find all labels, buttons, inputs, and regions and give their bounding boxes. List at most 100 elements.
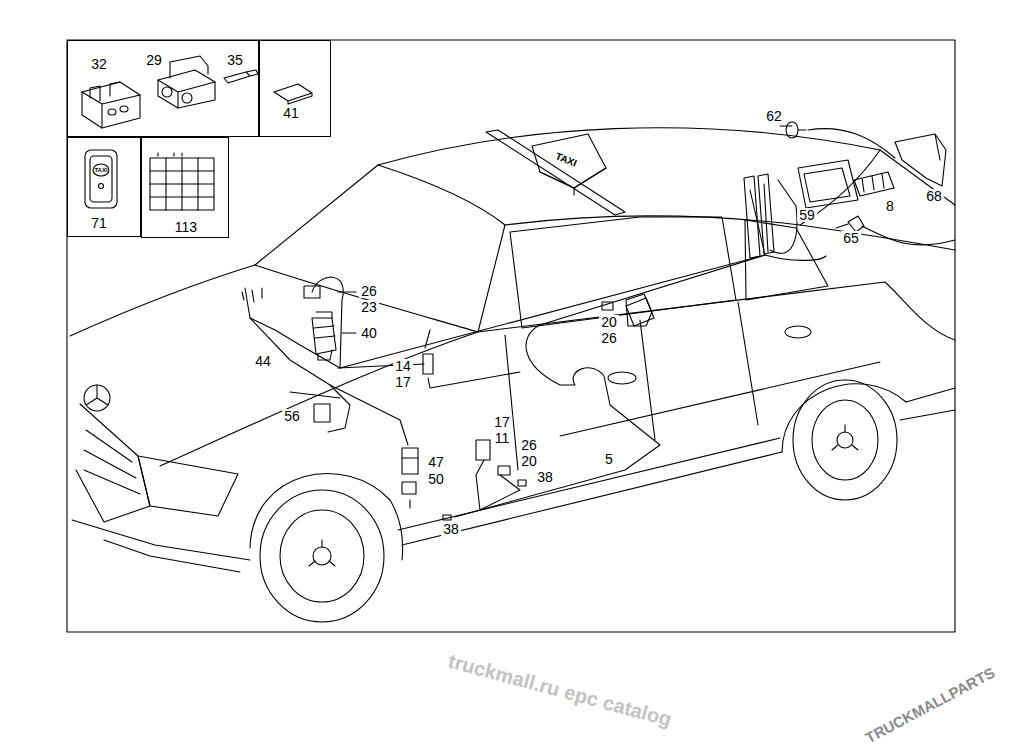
illustration — [626, 294, 652, 326]
callout-number: 65 — [841, 231, 861, 245]
callout-number: 20 — [519, 454, 539, 468]
card-icon — [274, 84, 312, 104]
illustration — [72, 520, 250, 560]
illustration — [328, 385, 350, 432]
callout-number: 35 — [225, 53, 245, 67]
illustration — [782, 384, 906, 452]
callout-number: 5 — [603, 452, 615, 466]
illustration — [480, 475, 520, 510]
illustration — [160, 332, 478, 466]
illustration — [785, 326, 811, 338]
illustration — [378, 128, 880, 165]
illustration — [837, 432, 853, 448]
callout-number: 29 — [144, 53, 164, 67]
callout-number: 8 — [884, 199, 896, 213]
illustration — [84, 385, 110, 411]
illustration — [224, 70, 258, 83]
illustration — [86, 385, 108, 405]
illustration — [510, 217, 736, 328]
inset-panel: 32 29 35 — [67, 40, 259, 137]
illustration — [900, 388, 955, 420]
illustration — [532, 134, 606, 188]
illustration — [780, 122, 806, 138]
illustration — [378, 150, 880, 225]
illustration — [745, 220, 828, 300]
illustration — [242, 288, 262, 302]
illustration — [104, 540, 240, 572]
illustration — [280, 510, 364, 602]
illustration — [862, 226, 955, 245]
illustration — [812, 400, 878, 480]
taxi-roof-sign — [486, 130, 625, 215]
callout-number: 38 — [535, 470, 555, 484]
illustration — [425, 330, 430, 348]
illustration — [150, 158, 214, 210]
sign-text: TAXI — [92, 167, 109, 173]
callout-number: 14 — [393, 359, 413, 373]
illustration — [250, 318, 408, 445]
pin-icon — [224, 70, 258, 83]
illustration — [90, 156, 112, 202]
callout-number: 26 — [599, 331, 619, 345]
illustration — [423, 354, 433, 374]
illustration — [158, 80, 215, 108]
illustration — [498, 466, 510, 475]
illustration — [170, 56, 208, 78]
illustration — [455, 255, 765, 517]
illustration — [608, 372, 636, 384]
fuse-grid-icon — [150, 153, 214, 210]
illustration — [443, 515, 451, 520]
inset-panel: 71 — [67, 137, 141, 237]
illustration — [836, 216, 864, 232]
illustration — [798, 160, 858, 208]
callout-number: 71 — [89, 216, 109, 230]
callout-number: 68 — [924, 189, 944, 203]
illustration — [560, 362, 880, 436]
illustration — [800, 225, 955, 250]
illustration — [304, 286, 320, 298]
callout-number: 26 — [359, 284, 379, 298]
callout-number: 20 — [599, 315, 619, 329]
component-parts — [304, 122, 946, 520]
watermark: truckmall.ru epc catalog — [444, 650, 675, 730]
switch-icon — [85, 150, 117, 208]
connector-icon — [158, 56, 215, 108]
callout-number: 23 — [359, 300, 379, 314]
illustration — [428, 372, 520, 388]
callout-number: 59 — [797, 208, 817, 222]
illustration — [476, 460, 484, 510]
illustration — [832, 425, 858, 450]
connector-icon — [82, 82, 140, 128]
inset-panel: 41 — [259, 40, 331, 137]
illustration — [744, 174, 774, 258]
illustration — [854, 172, 894, 196]
illustration — [245, 255, 765, 368]
illustration — [313, 547, 331, 565]
illustration — [402, 448, 418, 474]
illustration — [99, 184, 104, 189]
illustration — [765, 255, 826, 260]
illustration — [402, 457, 418, 458]
callout-number: 62 — [764, 109, 784, 123]
callout-number: 32 — [89, 57, 109, 71]
sign-text: TAXI — [552, 150, 580, 169]
illustration — [82, 92, 140, 128]
illustration — [476, 440, 490, 460]
illustration — [260, 490, 384, 622]
callout-number: 47 — [426, 455, 446, 469]
illustration — [138, 456, 238, 516]
illustration — [255, 165, 378, 265]
illustration — [316, 312, 332, 360]
illustration — [808, 129, 895, 158]
illustration — [84, 430, 140, 494]
illustration — [793, 380, 897, 500]
illustration — [150, 158, 214, 210]
callout-number: 50 — [426, 472, 446, 486]
illustration — [70, 265, 255, 336]
callout-number: 17 — [492, 415, 512, 429]
illustration — [85, 150, 117, 208]
illustration — [402, 452, 782, 545]
callout-number: 26 — [519, 438, 539, 452]
illustration — [312, 318, 336, 354]
